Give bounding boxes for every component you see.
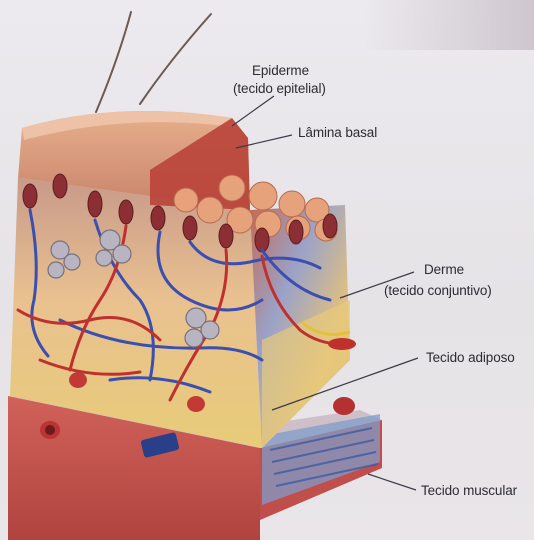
leader-line-epidermis <box>232 96 274 126</box>
leader-line-muscle <box>368 474 416 490</box>
label-muscle-tissue: Tecido muscular <box>421 482 534 499</box>
label-epidermis-name: Epiderme <box>252 62 309 79</box>
label-epidermis-tissue: (tecido epitelial) <box>233 80 326 97</box>
label-basal-lamina: Lâmina basal <box>298 124 377 141</box>
label-adipose-tissue: Tecido adiposo <box>426 349 515 366</box>
label-dermis-tissue: (tecido conjuntivo) <box>384 282 492 299</box>
label-dermis-name: Derme <box>424 261 464 278</box>
hair-strands <box>96 12 211 112</box>
